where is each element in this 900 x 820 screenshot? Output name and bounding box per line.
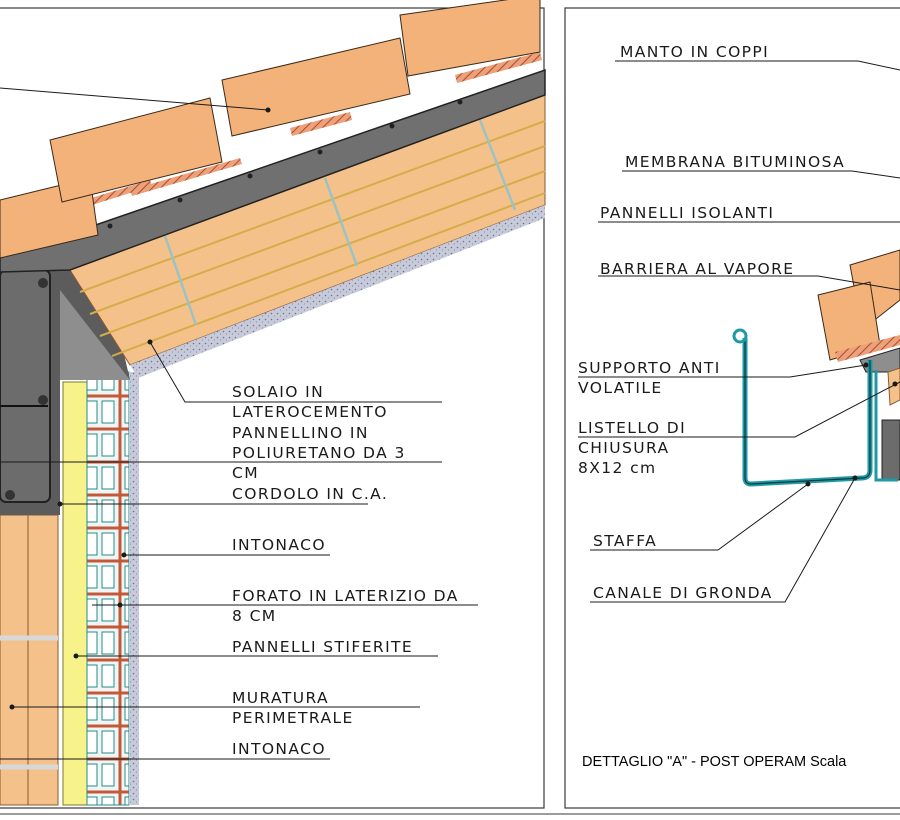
label-intonaco-2-line-1: INTONACO: [232, 740, 326, 758]
label-cordolo-line-1: CORDOLO IN C.A.: [232, 485, 388, 503]
label-listello-line-1: LISTELLO DI: [578, 419, 686, 437]
screed-layer: [0, 68, 546, 273]
label-canale-line-1: CANALE DI GRONDA: [593, 584, 773, 602]
left-leader-lines: [0, 339, 478, 760]
right-section: [578, 60, 900, 603]
left-section: [0, 0, 546, 806]
right-leader-lines: [578, 60, 900, 603]
label-muratura-line-1: MURATURA: [232, 689, 329, 707]
gutter-bracket: [874, 370, 898, 482]
label-pannellino-line-1: PANNELLINO IN: [232, 424, 369, 442]
right-detail-panel: [564, 7, 900, 809]
detail-title: DETTAGLIO "A" - POST OPERAM Scala: [582, 754, 847, 770]
perimeter-wall: [0, 514, 59, 806]
label-forato-line-1: FORATO IN LATERIZIO DA: [232, 587, 459, 605]
label-pannellino-line-3: CM: [232, 464, 259, 482]
label-stiferite-line-1: PANNELLI STIFERITE: [232, 638, 413, 656]
label-listello-line-3: 8X12 cm: [578, 459, 657, 477]
label-pannelli-isolanti-line-1: PANNELLI ISOLANTI: [600, 204, 774, 222]
label-forato-line-2: 8 CM: [232, 607, 277, 625]
label-listello-line-2: CHIUSURA: [578, 439, 670, 457]
right-labels: MANTO IN COPPI MEMBRANA BITUMINOSA PANNELL…: [578, 43, 845, 602]
left-labels: SOLAIO IN LATEROCEMENTO PANNELLINO IN POLIU…: [232, 383, 459, 758]
label-barriera-line-1: BARRIERA AL VAPORE: [600, 260, 795, 278]
hollow-brick: [86, 371, 130, 806]
label-staffa-line-1: STAFFA: [593, 532, 657, 550]
label-manto-line-1: MANTO IN COPPI: [620, 43, 769, 61]
label-pannellino-line-2: POLIURETANO DA 3: [232, 444, 406, 462]
label-solaio-line-1: SOLAIO IN: [232, 383, 324, 401]
stiferite-panel: [62, 381, 88, 806]
label-supporto-line-2: VOLATILE: [578, 379, 663, 397]
label-membrana-line-1: MEMBRANA BITUMINOSA: [625, 153, 845, 171]
eave-tiles: [817, 249, 900, 361]
exterior-plaster: [129, 372, 139, 805]
label-solaio-line-2: LATEROCEMENTO: [232, 403, 388, 421]
label-muratura-line-2: PERIMETRALE: [232, 709, 354, 727]
label-intonaco-1-line-1: INTONACO: [232, 536, 326, 554]
label-supporto-line-1: SUPPORTO ANTI: [578, 359, 721, 377]
